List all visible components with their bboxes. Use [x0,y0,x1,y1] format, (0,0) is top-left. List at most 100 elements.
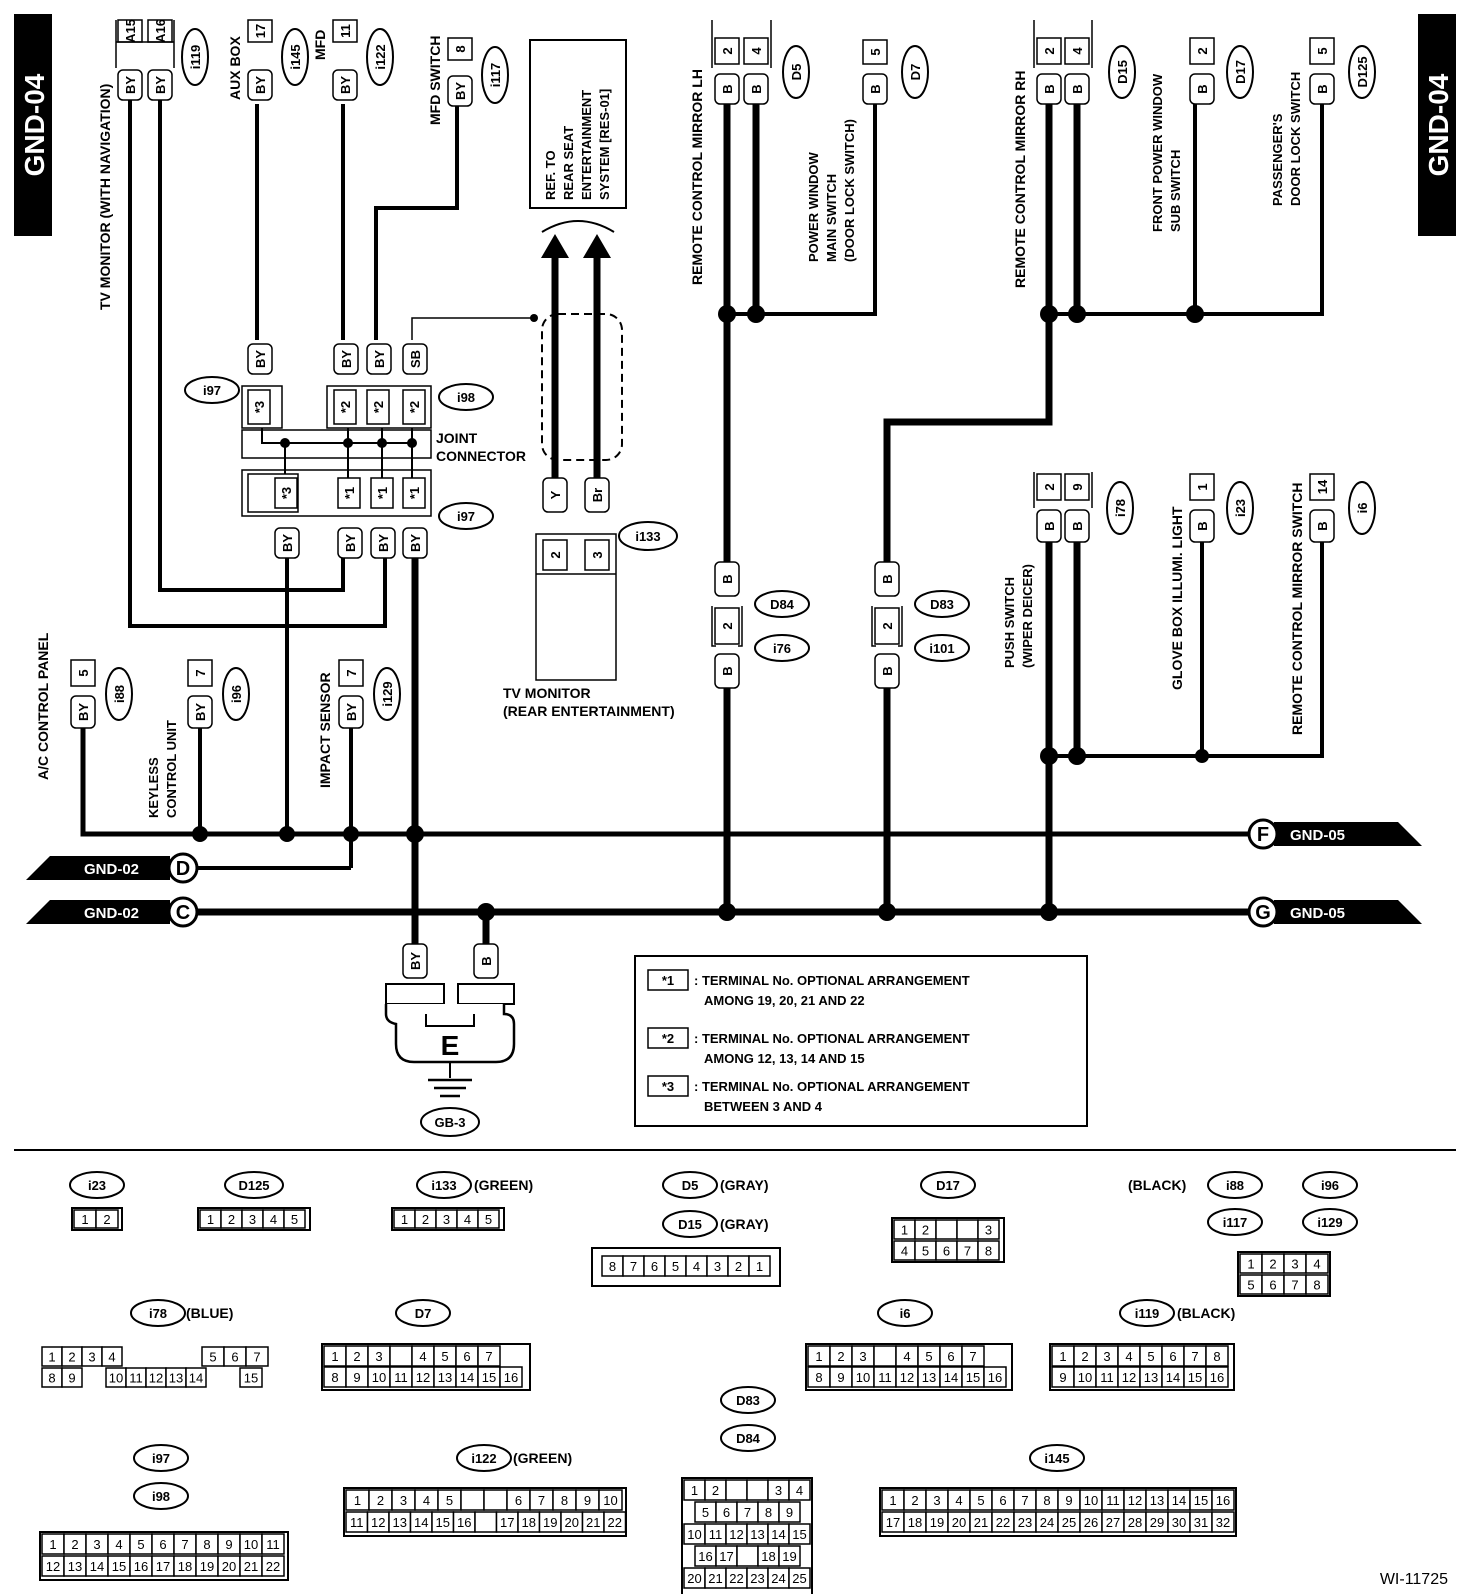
wire-by: BY [253,76,268,94]
pin-number: 8 [561,1493,568,1508]
pin-number: 6 [723,1505,730,1520]
pin-2: 2 [1195,47,1210,54]
star-1: *1 [375,487,390,499]
pin-number: 5 [137,1537,144,1552]
pin-cell [1211,1489,1235,1511]
pin-number: 6 [231,1350,238,1365]
face-label-i145: i145 [1044,1451,1069,1466]
legend-line1-3: : TERMINAL No. OPTIONAL ARRANGEMENT [694,1079,970,1094]
legend-line2-3: BETWEEN 3 AND 4 [704,1099,823,1114]
pin-cell [977,1240,1000,1261]
pin-cell [1205,1366,1229,1388]
pin-number: 3 [249,1212,256,1227]
pin-number: 3 [775,1483,782,1498]
pin-number: 11 [709,1527,723,1542]
wire-b: B [1315,84,1330,93]
pin-number: 24 [1040,1515,1054,1530]
pin-number: 11 [266,1537,280,1552]
connector-id-D125: D125 [1355,56,1370,87]
pin-number: 2 [103,1212,110,1227]
pin-number: 12 [46,1559,60,1574]
pin-number: 13 [68,1559,82,1574]
pin-number: 27 [1106,1515,1120,1530]
connector-faces: i23 D125 i133 (GREEN) D5 (GRAY) D15 (GRA… [39,1171,1358,1594]
pin-number: 25 [1062,1515,1076,1530]
legend-line1-2: : TERMINAL No. OPTIONAL ARRANGEMENT [694,1031,970,1046]
pin-number: 1 [49,1537,56,1552]
label-mirror-switch: REMOTE CONTROL MIRROR SWITCH [1289,482,1305,735]
pin-number: 14 [189,1371,203,1386]
pin-number: 2 [353,1349,360,1364]
pin-number: 6 [651,1259,658,1274]
label-joint-2: CONNECTOR [436,448,526,464]
connector-id-i98: i98 [457,390,475,405]
wire-b: B [720,84,735,93]
pin-cell [185,1367,207,1388]
pin-number: 8 [985,1244,992,1259]
pin-number: 4 [796,1483,803,1498]
face-color-i133: (GREEN) [474,1177,533,1193]
pin-cell [788,1479,811,1501]
pin-cell [598,1489,623,1511]
pin-number: 1 [81,1212,88,1227]
bus-from-D: GND-02 [84,861,139,878]
legend-line2-1: AMONG 19, 20, 21 AND 22 [704,993,865,1008]
pin-cell [873,1345,897,1367]
bus-flag-G: G GND-05 [1247,896,1422,928]
pin-number: 10 [109,1371,123,1386]
pin-number: 1 [1247,1257,1254,1272]
pin-number: 17 [719,1549,733,1564]
label-front-pw-sub-1: FRONT POWER WINDOW [1150,73,1165,232]
ground-e: BY B E GB-3 [384,943,516,1137]
page-tag-left-bg [14,14,52,236]
pin-number: 4 [108,1350,115,1365]
label-keyless-1: KEYLESS [146,757,161,818]
pin-number: 17 [500,1515,514,1530]
label-keyless-2: CONTROL UNIT [164,720,179,818]
pin-3: 3 [590,551,605,558]
tv-monitor-rear: Y Br 2 3 i133 TV MONITOR (REAR ENTERTAIN… [503,234,678,719]
connector-id-i129: i129 [380,681,395,706]
pin-number: 25 [792,1571,806,1586]
page-tag-right: GND-04 [1423,73,1454,176]
pin-number: 8 [765,1505,772,1520]
wires-mirror-rh: B 2 B D83 i101 [871,104,1324,912]
pin-number: 2 [922,1223,929,1238]
legend-mark-2: *2 [662,1031,674,1046]
pin-number: 9 [225,1537,232,1552]
pin-number: 15 [1188,1370,1202,1385]
face-label-D5: D5 [682,1178,699,1193]
ground-point-label: E [441,1030,460,1061]
connectors-lower-left: 5 BY i88 A/C CONTROL PANEL 7 BY i96 KEYL… [35,632,401,818]
pin-number: 15 [112,1559,126,1574]
face-color-D15: (GRAY) [720,1216,769,1232]
page-tag-right-bg [1418,14,1456,236]
wire-sb: SB [408,350,423,368]
pin-11: 11 [338,24,353,38]
pin-number: 7 [1021,1493,1028,1508]
ref-line-3: ENTERTAINMENT [579,90,594,200]
pin-number: 15 [966,1370,980,1385]
pin-cell [477,1345,501,1367]
pin-number: 18 [908,1515,922,1530]
pin-number: 3 [400,1493,407,1508]
pin-number: 6 [515,1493,522,1508]
pin-number: 22 [729,1571,743,1586]
pin-2: 2 [880,622,895,629]
legend-line2-2: AMONG 12, 13, 14 AND 15 [704,1051,865,1066]
pin-2: 2 [1042,47,1057,54]
label-tv-rear-2: (REAR ENTERTAINMENT) [503,703,675,719]
wire-b: B [1195,84,1210,93]
legend-mark-1: *1 [662,973,674,988]
ref-line-2: REAR SEAT [561,126,576,200]
pin-number: 28 [1128,1515,1142,1530]
wire-by: BY [453,82,468,100]
pin-number: 13 [169,1371,183,1386]
pin-cell [956,1219,979,1240]
label-front-pw-sub-2: SUB SWITCH [1168,150,1183,232]
face-label-i117: i117 [1223,1215,1248,1230]
connector-i122: 11 BY i122 [332,19,394,101]
label-pw-main-2: MAIN SWITCH [824,174,839,262]
pin-number: 4 [464,1212,471,1227]
wire-b: B [880,666,895,675]
